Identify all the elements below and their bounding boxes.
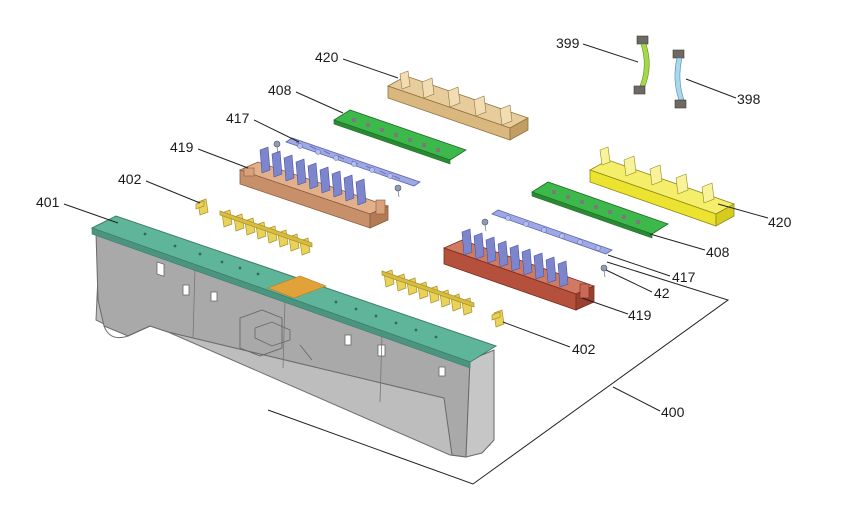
label-398: 398 bbox=[737, 91, 761, 107]
switch-housing-419-right bbox=[442, 228, 596, 311]
label-402-top: 402 bbox=[118, 171, 142, 187]
label-420-top: 420 bbox=[315, 49, 339, 65]
screws-right bbox=[481, 218, 608, 278]
label-408-right: 408 bbox=[706, 244, 730, 260]
pcb-408-left bbox=[333, 109, 467, 165]
label-402-right: 402 bbox=[572, 341, 596, 357]
switch-housing-419-left bbox=[238, 146, 390, 229]
label-401: 401 bbox=[36, 194, 60, 210]
label-42: 42 bbox=[654, 285, 670, 301]
pcb-408-right bbox=[531, 181, 669, 239]
callout-labels: 420 408 417 419 402 401 399 398 420 408 … bbox=[36, 35, 792, 420]
cable-399 bbox=[633, 35, 650, 95]
leader-lines bbox=[63, 43, 769, 348]
label-419-right: 419 bbox=[628, 307, 652, 323]
rocker-row-402-right bbox=[381, 269, 505, 328]
label-417-right: 417 bbox=[672, 269, 696, 285]
label-400: 400 bbox=[661, 404, 685, 420]
screws-left bbox=[273, 140, 402, 198]
strip-417-left bbox=[285, 137, 421, 187]
front-panel-401 bbox=[90, 215, 498, 458]
bracket-420-top bbox=[387, 70, 529, 141]
label-420-right: 420 bbox=[768, 214, 792, 230]
cable-398 bbox=[672, 49, 687, 109]
label-399: 399 bbox=[556, 35, 580, 51]
label-417-top: 417 bbox=[226, 110, 250, 126]
label-408-top: 408 bbox=[268, 82, 292, 98]
label-419-top: 419 bbox=[170, 139, 194, 155]
strip-417-right bbox=[491, 209, 613, 255]
bracket-420-right bbox=[589, 146, 735, 227]
assembly-bracket-400 bbox=[267, 261, 730, 485]
rocker-row-402-left bbox=[195, 198, 313, 256]
